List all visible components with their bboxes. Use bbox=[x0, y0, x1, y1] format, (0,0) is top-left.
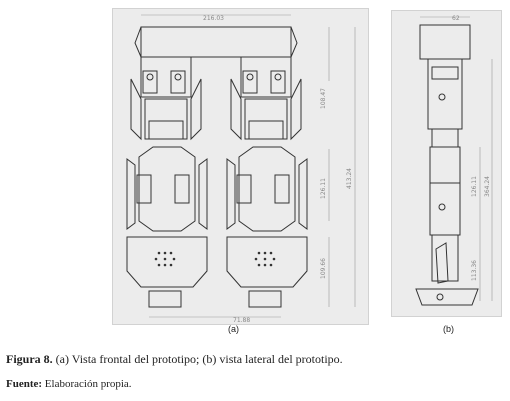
dim-side-middle-height: 126.11 bbox=[471, 176, 478, 197]
front-view-svg: 216.03 108.47 126.11 109.66 413.24 71.88 bbox=[126, 14, 356, 324]
figure-source: Fuente: Elaboración propia. bbox=[6, 378, 132, 390]
figure-caption: Figura 8. (a) Vista frontal del prototip… bbox=[6, 352, 343, 367]
dim-side-lower-height: 113.36 bbox=[471, 260, 478, 281]
dim-foot-width: 71.88 bbox=[233, 317, 250, 324]
caption-figure-label: Figura 8. bbox=[6, 352, 53, 366]
dim-middle-height: 126.11 bbox=[320, 178, 327, 199]
panel-a-label: (a) bbox=[228, 324, 239, 334]
front-view-drawing: 216.03 108.47 126.11 109.66 413.24 71.88 bbox=[112, 8, 369, 325]
dim-side-total-height: 364.24 bbox=[484, 176, 491, 197]
side-view-drawing: 62 126.11 113.36 364.24 bbox=[391, 10, 502, 317]
source-text: Elaboración propia. bbox=[42, 378, 132, 390]
panel-b-label: (b) bbox=[443, 324, 454, 334]
dim-lower-height: 109.66 bbox=[320, 258, 327, 279]
source-label: Fuente: bbox=[6, 378, 43, 390]
caption-text: (a) Vista frontal del prototipo; (b) vis… bbox=[52, 352, 343, 366]
dim-side-top-width: 62 bbox=[452, 15, 460, 22]
dim-upper-height: 108.47 bbox=[320, 88, 327, 109]
side-view-svg: 62 126.11 113.36 364.24 bbox=[415, 15, 493, 306]
dim-top-width: 216.03 bbox=[203, 15, 224, 22]
dim-total-height: 413.24 bbox=[346, 168, 353, 189]
